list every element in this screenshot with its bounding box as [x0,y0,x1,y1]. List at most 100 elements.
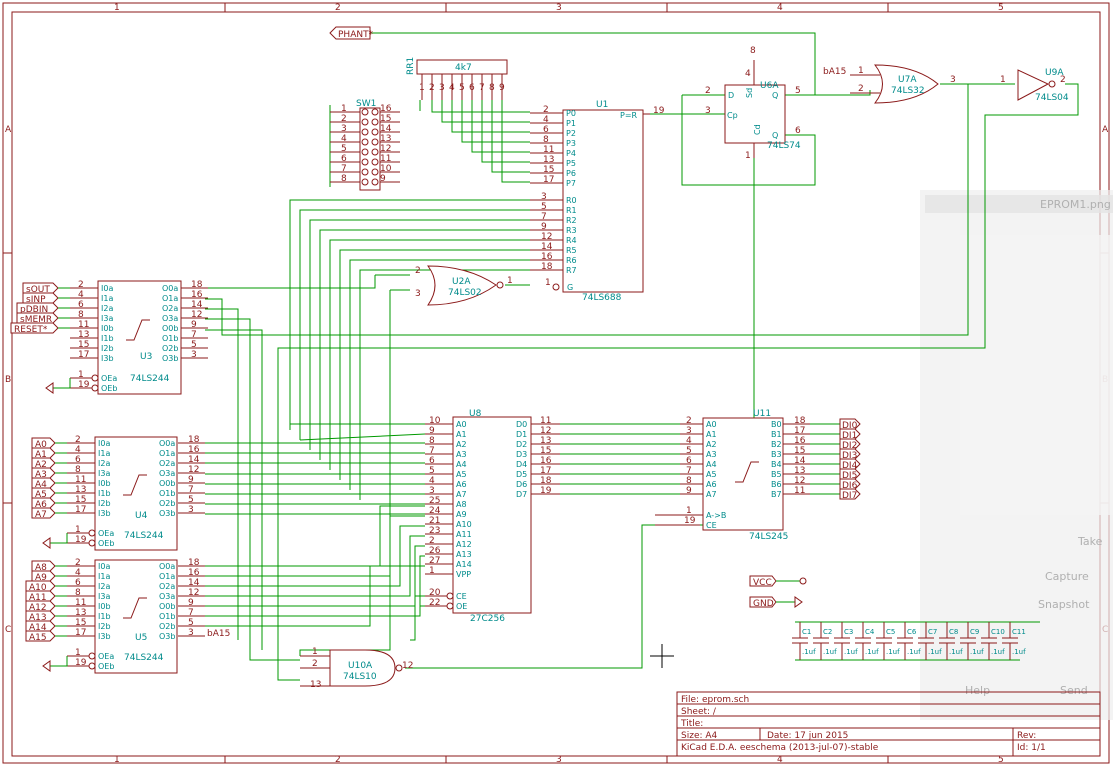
u8-data-name: D1 [516,430,527,439]
u4-net-label-text: A4 [35,480,47,490]
u4-input-number: 11 [75,475,86,485]
rr1-pin-number: 8 [489,83,495,93]
svg-text:PHANT*: PHANT* [338,30,374,40]
u1-pin-p-name: P3 [566,139,576,148]
svg-text:Q: Q [772,131,778,140]
u3-input-name: I0b [101,324,114,333]
sw1-contact [371,138,379,146]
title-block-date: Date: 17 jun 2015 [767,731,848,741]
capacitor-ref: C9 [970,628,979,636]
sw1-right-pin-number: 13 [380,134,391,144]
u5-output-name: O1b [159,612,175,621]
u11-net-label-text: DI0 [842,421,858,431]
u11-net-label-text: DI7 [842,491,857,501]
u8-address-name: A2 [456,440,467,449]
u4-output-number: 3 [188,505,194,515]
u5-input-number: 2 [75,558,81,568]
u4-oe-name: OEb [98,539,114,548]
frame-row-label: A [5,125,12,135]
u8-address-name: A11 [456,530,472,539]
u8-address-name: A14 [456,560,472,569]
overlay-menu-take: Take [1077,535,1103,548]
svg-text:74LS32: 74LS32 [891,86,925,96]
u1-pin-r-name: R7 [566,266,577,275]
u11-b-number: 15 [794,446,805,456]
u4-schmitt-icon [123,474,147,496]
u5-input-number: 17 [75,628,86,638]
u4-oe-number: 19 [75,535,87,545]
svg-text:1: 1 [507,276,513,286]
capacitor-ref: C6 [907,628,917,636]
u11-b-number: 12 [794,476,805,486]
u1-pin-p-number: 4 [543,115,549,125]
svg-text:3: 3 [705,106,711,116]
u1-pin-p-name: P1 [566,119,576,128]
u1-pin-r-number: 16 [541,252,553,262]
u3-output-name: O0b [162,324,178,333]
u5-input-number: 13 [75,608,86,618]
u3-output-number: 16 [191,290,203,300]
u4-output-number: 18 [188,435,200,445]
u4-net-label-text: A0 [35,440,47,450]
u11-b-number: 18 [794,416,806,426]
u11-b-name: B7 [771,490,782,499]
rr1-pin-number: 4 [449,83,455,93]
u4-input-name: I0b [98,479,111,488]
u5-output-name: O3b [159,632,175,641]
u4-net-label-text: A6 [35,500,47,510]
svg-text:4: 4 [745,69,751,79]
u5-input-number: 4 [75,568,81,578]
u5-net-label-text: A15 [29,633,47,643]
capacitor-bank: C1.1ufC2.1ufC3.1ufC4.1ufC5.1ufC6.1ufC7.1… [792,622,1026,660]
u8-data-name: D3 [516,450,527,459]
u11-b-number: 14 [794,456,806,466]
u8-control-number: 22 [429,598,440,608]
u1-pin-r-number: 14 [541,242,553,252]
svg-text:4k7: 4k7 [455,63,472,73]
u3-schmitt-icon [126,319,150,341]
u11-net-label-text: DI6 [842,481,858,491]
u8-address-name: A4 [456,460,467,469]
u4-output-name: O0a [159,439,175,448]
u4-net-label [31,457,56,469]
sw1-right-pin-number: 14 [380,124,392,134]
u3-output-name: O2a [162,304,178,313]
u1-pin-r-name: R6 [566,256,577,265]
u8-data-name: D2 [516,440,527,449]
u11-a-name: A0 [706,420,717,429]
u4-input-name: I3b [98,509,111,518]
u5-net-label [25,600,56,612]
sw1-contact [371,118,379,126]
u4-net-label [31,447,56,459]
u5-input-name: I2a [98,582,110,591]
u5-net-label [31,570,56,582]
u1-pin-p-name: P6 [566,169,576,178]
u3-output-name: O2b [162,344,178,353]
sw1-contact [361,148,369,156]
rr1-pin-number: 2 [429,83,435,93]
u4-input-number: 15 [75,495,86,505]
u3-input-number: 13 [78,330,89,340]
u4-input-number: 6 [75,455,81,465]
title-block-rev: Rev: [1017,731,1036,741]
svg-text:5: 5 [795,86,801,96]
u8-address-name: A3 [456,450,467,459]
u8-address-number: 3 [429,486,435,496]
svg-text:P=R: P=R [620,111,638,120]
u8-control-bubble [446,592,454,600]
svg-text:Q: Q [772,91,778,100]
u8-address-number: 2 [429,536,435,546]
u8-address-name: A13 [456,550,472,559]
sw1-contact [361,178,369,186]
svg-text:2: 2 [1060,75,1066,85]
u8-address-name: A9 [456,510,467,519]
u11-net-label [839,448,861,460]
sw1-contact [371,128,379,136]
u8-control-bubble [446,602,454,610]
svg-text:13: 13 [310,680,321,690]
u1-pin-p-name: P7 [566,179,576,188]
svg-text:74LS244: 74LS244 [124,531,164,541]
crosshair-cursor-icon [650,644,674,668]
u3-input-number: 4 [78,290,84,300]
